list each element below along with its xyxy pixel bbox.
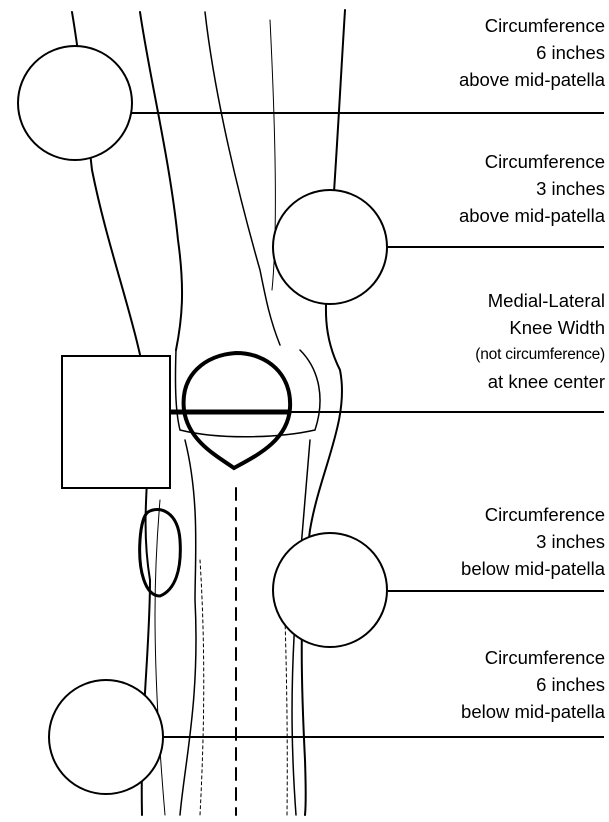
- label-line: 3 inches: [461, 528, 605, 555]
- circumference-6-below-field[interactable]: [49, 680, 163, 794]
- circumference-6-above-field[interactable]: [18, 46, 132, 160]
- label-line: Circumference: [459, 148, 605, 175]
- label-line: Medial-Lateral: [475, 287, 605, 314]
- knee-width-field[interactable]: [62, 356, 170, 488]
- label-line: Circumference: [461, 501, 605, 528]
- femur-left-edge: [140, 12, 182, 350]
- femur-right-edge: [205, 12, 280, 345]
- label-line: Circumference: [459, 12, 605, 39]
- label-circumference-6-below: Circumference 6 inches below mid-patella: [461, 644, 605, 725]
- circumference-3-below-field[interactable]: [273, 533, 387, 647]
- label-line: above mid-patella: [459, 202, 605, 229]
- knee-condyle-outline: [175, 350, 320, 437]
- label-circumference-3-below: Circumference 3 inches below mid-patella: [461, 501, 605, 582]
- label-line: Knee Width: [475, 314, 605, 341]
- label-line: 6 inches: [461, 671, 605, 698]
- label-line: 3 inches: [459, 175, 605, 202]
- label-line: above mid-patella: [459, 66, 605, 93]
- label-line: at knee center: [475, 368, 605, 395]
- label-circumference-3-above: Circumference 3 inches above mid-patella: [459, 148, 605, 229]
- label-line: below mid-patella: [461, 698, 605, 725]
- label-note: (not circumference): [475, 341, 605, 368]
- label-circumference-6-above: Circumference 6 inches above mid-patella: [459, 12, 605, 93]
- fibula-edge-left: [155, 500, 165, 815]
- label-knee-width: Medial-Lateral Knee Width (not circumfer…: [475, 287, 605, 395]
- tibia-left-edge: [180, 440, 196, 815]
- fibula-edge-right: [200, 560, 204, 815]
- label-line: below mid-patella: [461, 555, 605, 582]
- circumference-3-above-field[interactable]: [273, 190, 387, 304]
- label-line: Circumference: [461, 644, 605, 671]
- label-line: 6 inches: [459, 39, 605, 66]
